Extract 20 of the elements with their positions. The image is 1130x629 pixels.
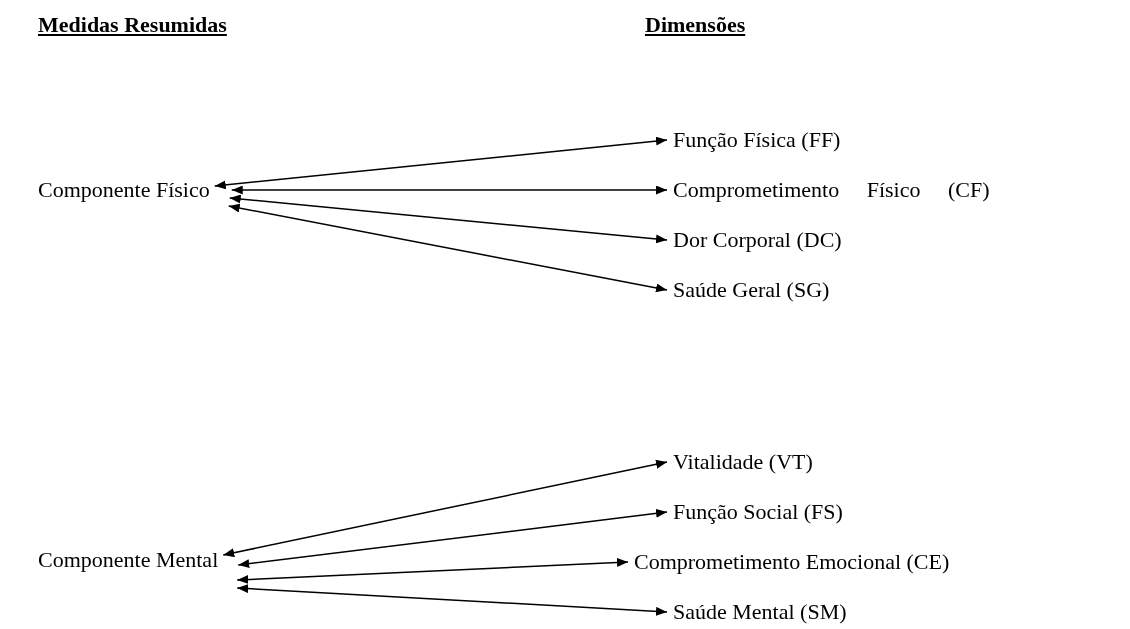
node-label: Componente Físico xyxy=(38,177,210,203)
double-arrow xyxy=(237,508,668,569)
column-heading: Dimensões xyxy=(645,12,746,38)
node-label: Função Física (FF) xyxy=(673,127,841,153)
double-arrow xyxy=(222,459,668,558)
double-arrow xyxy=(213,136,668,190)
node-label: Vitalidade (VT) xyxy=(673,449,813,475)
double-arrow xyxy=(236,557,629,585)
node-label: Função Social (FS) xyxy=(673,499,843,525)
node-label: Dor Corporal (DC) xyxy=(673,227,842,253)
node-label: Saúde Geral (SG) xyxy=(673,277,830,303)
double-arrow xyxy=(236,584,668,616)
double-arrow xyxy=(230,185,668,195)
node-label: Saúde Mental (SM) xyxy=(673,599,847,625)
node-label: Comprometimento Emocional (CE) xyxy=(634,549,950,575)
node-label: Comprometimento Físico (CF) xyxy=(673,177,990,203)
node-label: Componente Mental xyxy=(38,547,219,573)
double-arrow xyxy=(228,194,668,244)
double-arrow xyxy=(227,203,668,293)
column-heading: Medidas Resumidas xyxy=(38,12,227,38)
